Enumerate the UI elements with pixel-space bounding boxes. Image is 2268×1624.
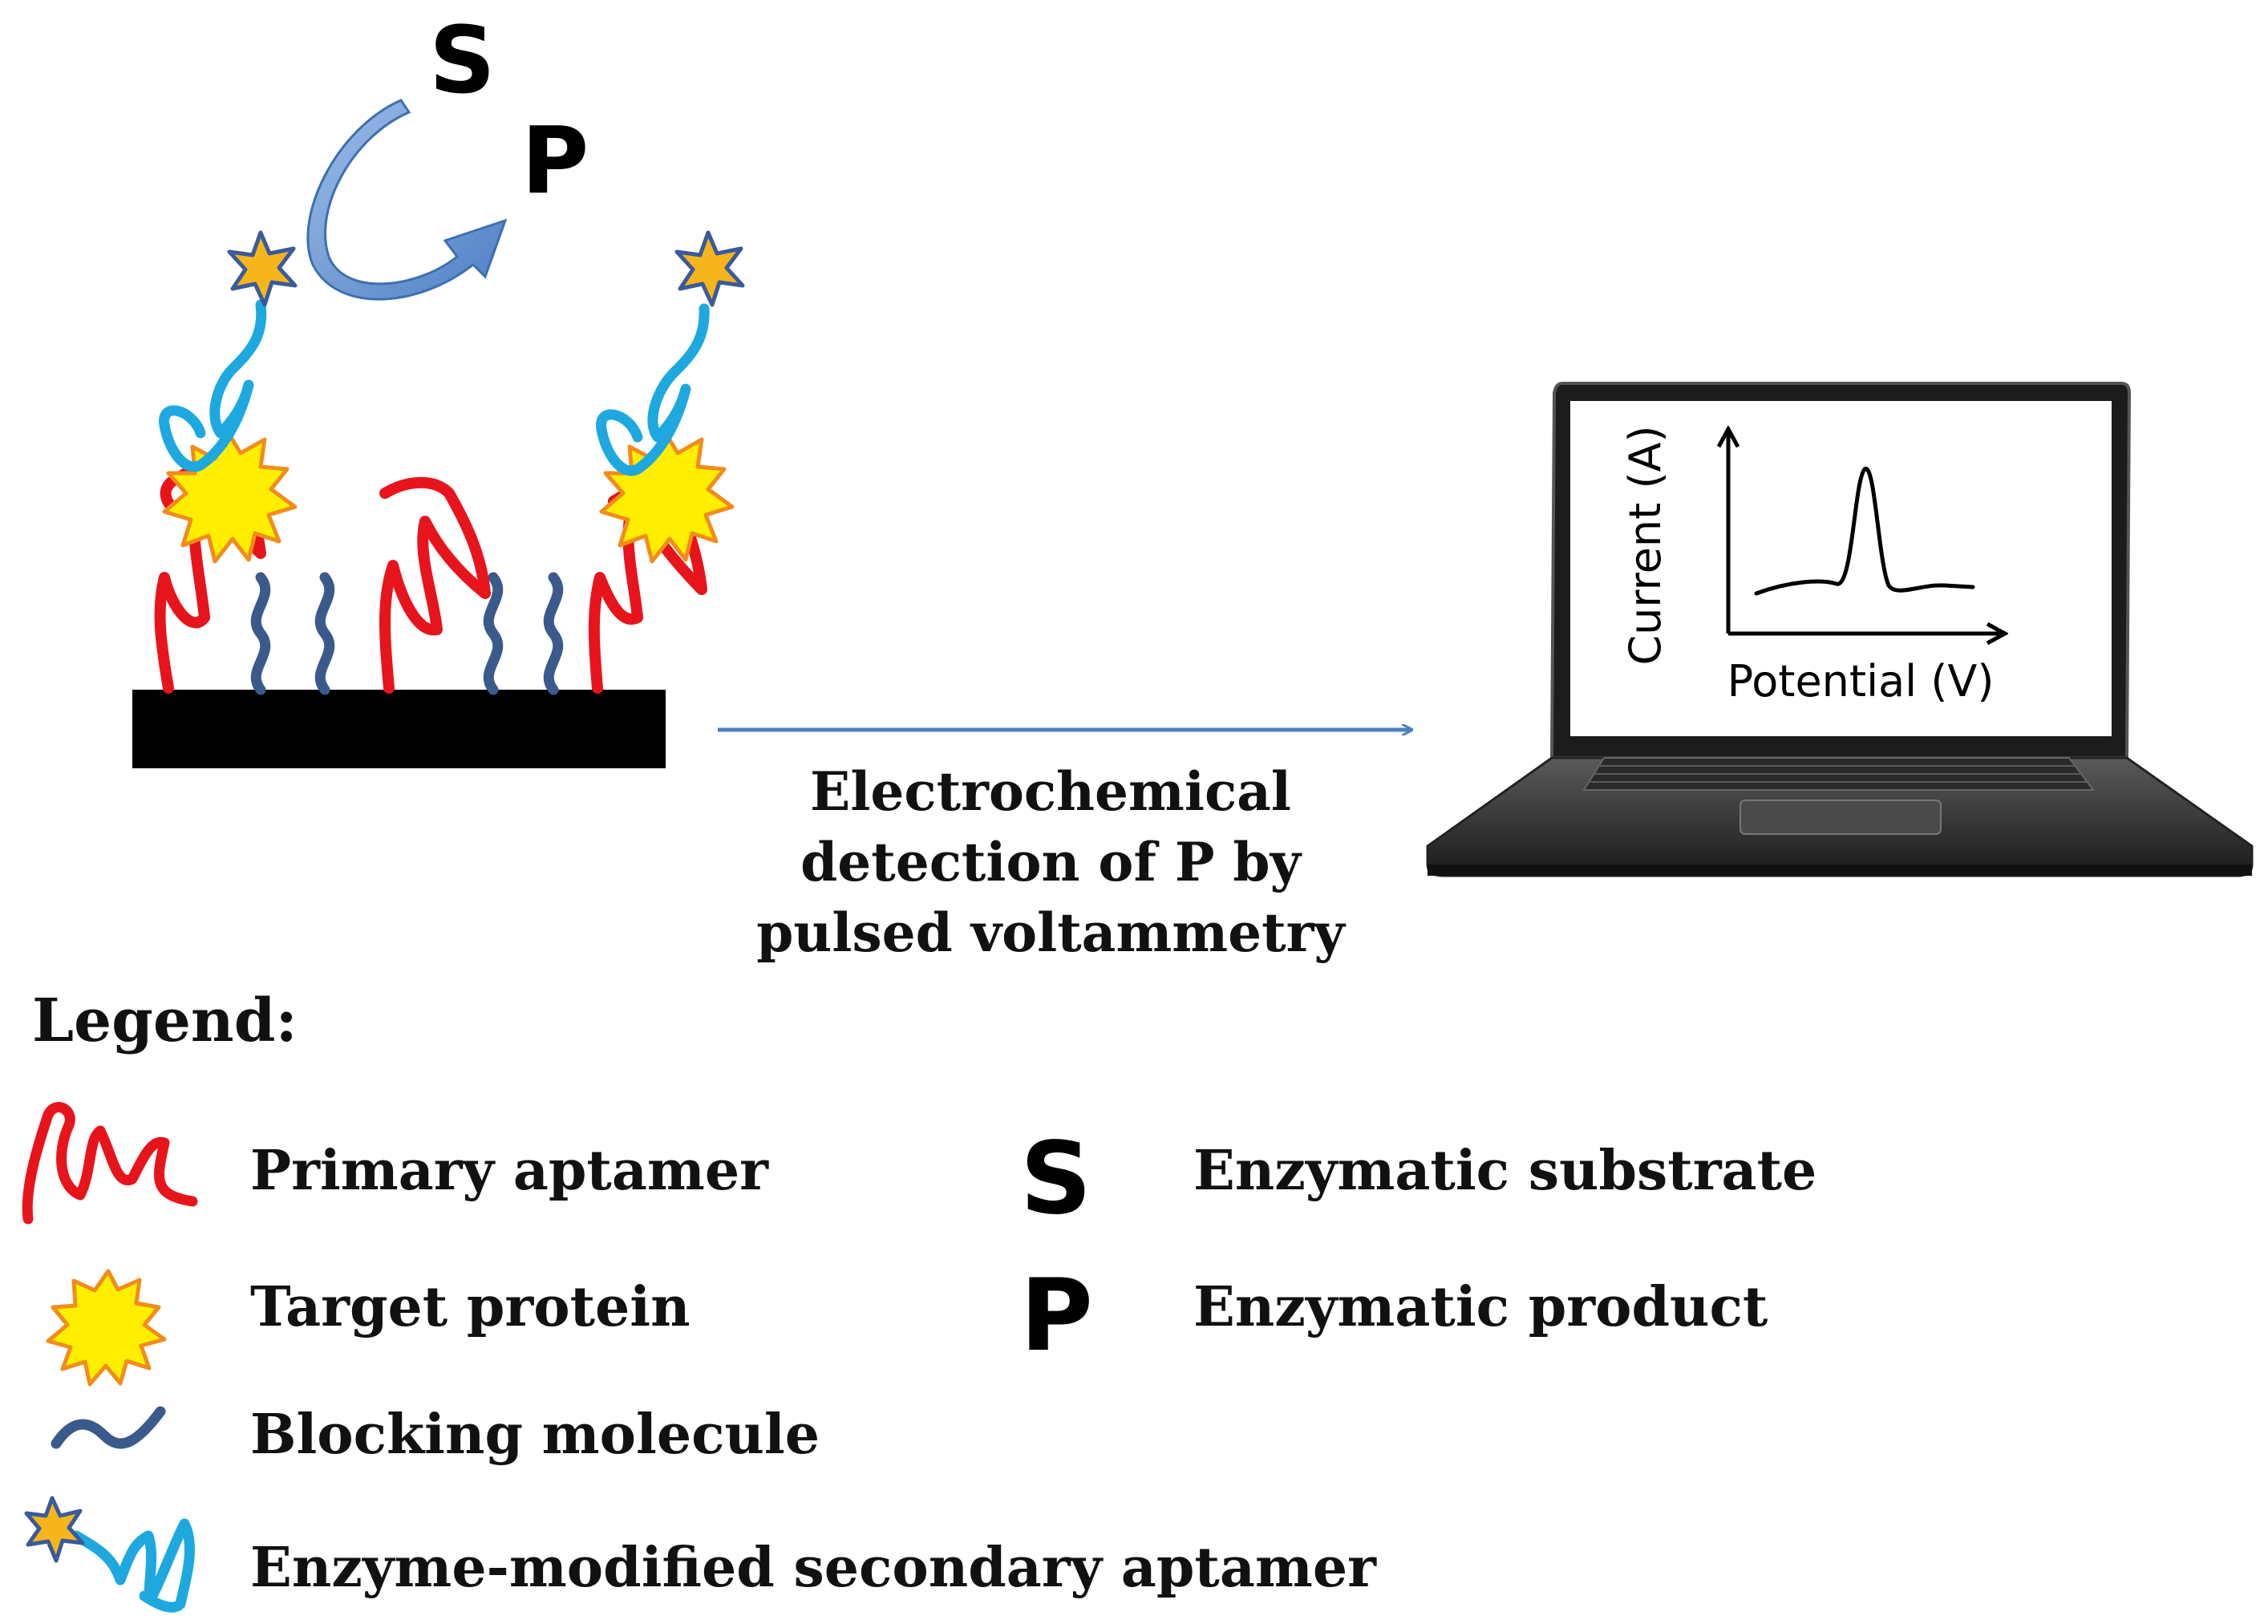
- secondary-aptamers: [159, 299, 710, 476]
- product-symbol: P: [521, 107, 589, 215]
- blocking-molecule: [314, 572, 335, 695]
- plot-x-label: Potential (V): [1727, 656, 1995, 707]
- electrode: [132, 690, 666, 768]
- legend: Legend: Primary aptamer Target protein B…: [22, 986, 1816, 1613]
- legend-title: Legend:: [32, 986, 298, 1055]
- primary-aptamer-middle: [379, 476, 491, 694]
- legend-target-protein-label: Target protein: [250, 1275, 691, 1339]
- legend-target-protein-icon: [46, 1269, 167, 1387]
- target-protein-right: [599, 431, 735, 564]
- laptop: Current (A) Potential (V): [1426, 382, 2254, 877]
- blocking-molecule: [250, 572, 271, 695]
- laptop-front-edge: [1428, 865, 2252, 876]
- legend-secondary-aptamer-label: Enzyme-modified secondary aptamer: [250, 1536, 1377, 1600]
- target-protein-left: [162, 431, 298, 564]
- legend-secondary-aptamer-icon: [24, 1496, 195, 1613]
- legend-primary-aptamer-icon: [22, 1102, 198, 1225]
- legend-blocking-molecule-icon: [51, 1406, 166, 1449]
- secondary-aptamer-right: [596, 303, 710, 476]
- caption-line-1: Electrochemical: [810, 760, 1291, 823]
- legend-product-symbol: P: [1020, 1258, 1093, 1374]
- enzyme-label-right: [674, 230, 745, 307]
- blocking-molecule: [483, 572, 504, 695]
- laptop-touchpad: [1739, 800, 1942, 835]
- sensor-scheme: S P: [132, 7, 745, 768]
- substrate-symbol: S: [429, 7, 496, 115]
- arrow-caption: Electrochemical detection of P by pulsed…: [756, 760, 1346, 964]
- blocking-molecule: [543, 572, 564, 695]
- caption-line-3: pulsed voltammetry: [756, 901, 1346, 964]
- secondary-aptamer-left: [159, 299, 267, 472]
- screen-plot: Current (A) Potential (V): [1620, 425, 2005, 707]
- enzyme-label-left: [227, 230, 298, 307]
- laptop-screen: [1570, 401, 2112, 736]
- voltammogram-peak: [1754, 467, 1975, 596]
- legend-primary-aptamer-label: Primary aptamer: [250, 1139, 769, 1203]
- legend-substrate-label: Enzymatic substrate: [1193, 1139, 1816, 1203]
- plot-y-label: Current (A): [1620, 425, 1671, 665]
- blocking-molecules: [250, 572, 564, 695]
- conversion-arrow: [306, 99, 508, 301]
- legend-product-label: Enzymatic product: [1193, 1275, 1768, 1339]
- legend-blocking-molecule-label: Blocking molecule: [250, 1403, 820, 1467]
- legend-substrate-symbol: S: [1020, 1121, 1091, 1237]
- caption-line-2: detection of P by: [800, 831, 1302, 893]
